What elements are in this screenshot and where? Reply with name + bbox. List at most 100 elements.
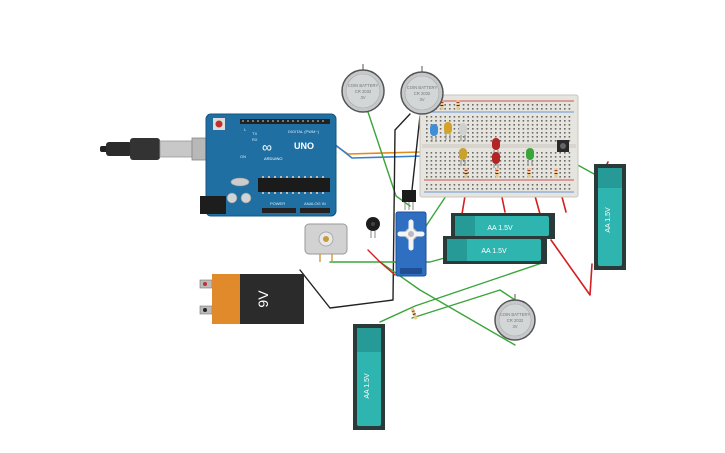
breadboard-hole[interactable] [527, 120, 529, 122]
breadboard-hole[interactable] [485, 108, 488, 110]
breadboard-hole[interactable] [508, 152, 511, 154]
breadboard-hole[interactable] [550, 184, 552, 186]
breadboard-hole[interactable] [481, 188, 483, 190]
breadboard-hole[interactable] [559, 152, 561, 154]
breadboard-hole[interactable] [508, 140, 511, 142]
breadboard-hole[interactable] [458, 168, 460, 170]
breadboard-hole[interactable] [467, 176, 469, 178]
breadboard-hole[interactable] [458, 172, 460, 174]
breadboard-hole[interactable] [518, 104, 520, 106]
breadboard-hole[interactable] [439, 168, 442, 170]
breadboard-hole[interactable] [545, 120, 548, 122]
breadboard-hole[interactable] [495, 184, 497, 186]
arduino-uno-board[interactable]: DIGITAL (PWM~) TX RX L ∞ UNO ARDUINO ON … [200, 113, 337, 217]
breadboard-hole[interactable] [453, 108, 456, 110]
breadboard-hole[interactable] [439, 160, 442, 162]
breadboard-hole[interactable] [435, 164, 437, 166]
breadboard-hole[interactable] [564, 176, 566, 178]
breadboard-hole[interactable] [536, 124, 538, 126]
breadboard-hole[interactable] [435, 152, 437, 154]
breadboard-hole[interactable] [439, 116, 442, 118]
breadboard-hole[interactable] [449, 108, 451, 110]
breadboard-hole[interactable] [545, 172, 548, 174]
breadboard-hole[interactable] [522, 128, 525, 130]
breadboard-hole[interactable] [550, 124, 552, 126]
breadboard-hole[interactable] [467, 160, 469, 162]
breadboard-hole[interactable] [490, 120, 492, 122]
breadboard-hole[interactable] [499, 124, 502, 126]
breadboard-hole[interactable] [472, 164, 474, 166]
pushbutton-icon[interactable] [557, 140, 569, 152]
breadboard-hole[interactable] [513, 152, 515, 154]
breadboard-hole[interactable] [499, 152, 502, 154]
breadboard-hole[interactable] [545, 136, 548, 138]
breadboard-hole[interactable] [545, 164, 548, 166]
breadboard-hole[interactable] [462, 116, 465, 118]
breadboard-hole[interactable] [531, 140, 534, 142]
wire-green-5[interactable] [379, 261, 546, 323]
wire-green-4[interactable] [379, 261, 516, 346]
breadboard-hole[interactable] [518, 164, 520, 166]
breadboard-hole[interactable] [508, 128, 511, 130]
breadboard-hole[interactable] [453, 176, 456, 178]
breadboard-hole[interactable] [453, 168, 456, 170]
breadboard-hole[interactable] [472, 116, 474, 118]
breadboard-hole[interactable] [513, 124, 515, 126]
breadboard-hole[interactable] [444, 116, 446, 118]
breadboard-hole[interactable] [504, 164, 506, 166]
breadboard-hole[interactable] [554, 184, 557, 186]
breadboard-hole[interactable] [568, 132, 571, 134]
breadboard-hole[interactable] [467, 124, 469, 126]
breadboard-hole[interactable] [550, 132, 552, 134]
breadboard-hole[interactable] [490, 136, 492, 138]
breadboard-hole[interactable] [504, 156, 506, 158]
breadboard-hole[interactable] [522, 120, 525, 122]
breadboard-hole[interactable] [513, 132, 515, 134]
breadboard-hole[interactable] [462, 120, 465, 122]
breadboard-hole[interactable] [545, 104, 548, 106]
wire-green-6[interactable] [411, 289, 516, 319]
breadboard-hole[interactable] [467, 120, 469, 122]
breadboard-hole[interactable] [536, 116, 538, 118]
breadboard-hole[interactable] [476, 132, 479, 134]
breadboard-hole[interactable] [495, 104, 497, 106]
breadboard-hole[interactable] [430, 188, 433, 190]
breadboard-hole[interactable] [426, 188, 428, 190]
breadboard-hole[interactable] [476, 168, 479, 170]
breadboard-hole[interactable] [485, 120, 488, 122]
aa-battery-3[interactable]: AA 1.5V [594, 164, 626, 270]
breadboard-hole[interactable] [458, 156, 460, 158]
breadboard-hole[interactable] [426, 156, 428, 158]
breadboard-hole[interactable] [531, 132, 534, 134]
breadboard-hole[interactable] [476, 152, 479, 154]
breadboard-hole[interactable] [559, 164, 561, 166]
breadboard-hole[interactable] [513, 156, 515, 158]
usb-cable-icon[interactable] [100, 137, 223, 161]
breadboard-hole[interactable] [568, 116, 571, 118]
breadboard-hole[interactable] [504, 116, 506, 118]
breadboard-hole[interactable] [554, 116, 557, 118]
breadboard-hole[interactable] [541, 156, 543, 158]
breadboard-hole[interactable] [426, 172, 428, 174]
breadboard-hole[interactable] [430, 136, 433, 138]
breadboard-hole[interactable] [541, 132, 543, 134]
breadboard-hole[interactable] [513, 104, 515, 106]
breadboard-hole[interactable] [462, 136, 465, 138]
breadboard-hole[interactable] [536, 160, 538, 162]
breadboard-hole[interactable] [458, 164, 460, 166]
breadboard-hole[interactable] [439, 120, 442, 122]
breadboard-hole[interactable] [564, 136, 566, 138]
breadboard-hole[interactable] [504, 176, 506, 178]
breadboard-hole[interactable] [541, 108, 543, 110]
breadboard-hole[interactable] [536, 132, 538, 134]
breadboard-hole[interactable] [476, 184, 479, 186]
breadboard-hole[interactable] [472, 124, 474, 126]
breadboard-hole[interactable] [481, 172, 483, 174]
breadboard-hole[interactable] [550, 176, 552, 178]
breadboard-hole[interactable] [449, 152, 451, 154]
breadboard-hole[interactable] [559, 172, 561, 174]
breadboard-hole[interactable] [449, 104, 451, 106]
breadboard-hole[interactable] [495, 124, 497, 126]
breadboard-hole[interactable] [439, 152, 442, 154]
